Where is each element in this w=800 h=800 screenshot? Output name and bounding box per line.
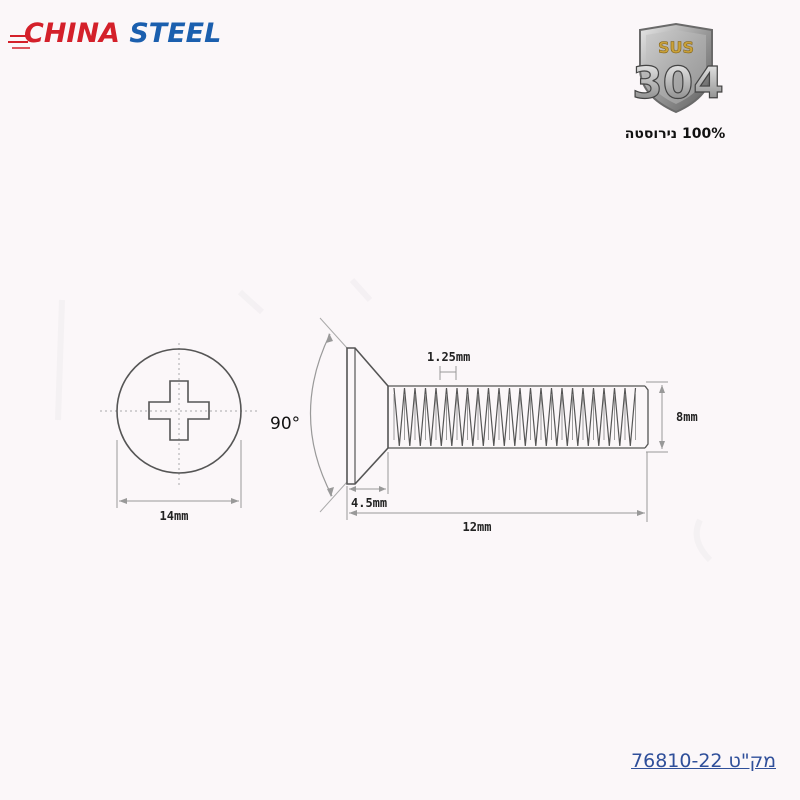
product-code-link[interactable]: מק"ט 76810-22 — [631, 750, 776, 772]
badge-grade-number: 304 — [632, 58, 724, 109]
length-label: 12mm — [463, 520, 492, 534]
brand-word-steel: STEEL — [129, 18, 222, 49]
head-height-label: 4.5mm — [351, 496, 387, 510]
sus304-shield-icon: SUS 304 — [631, 22, 725, 114]
thread-lines — [393, 387, 637, 447]
head-diameter-label: 14mm — [160, 509, 189, 523]
brand-speed-lines — [8, 35, 30, 49]
head-angle-label: 90° — [270, 414, 300, 434]
head-outline — [116, 348, 242, 474]
brand-logo: CHINA STEEL — [24, 18, 221, 49]
thread-pitch-label: 1.25mm — [427, 350, 470, 364]
thread-diameter-label: 8mm — [676, 410, 698, 424]
brand-word-china: CHINA — [24, 18, 120, 49]
material-caption: 100% נירוסטה — [624, 126, 726, 142]
head-front-view: 14mm — [100, 343, 258, 523]
screw-side-view: 90° 1.25mm 8mm 4.5mm 12mm — [270, 317, 698, 534]
watermark — [55, 277, 713, 563]
phillips-cross-icon — [148, 380, 210, 441]
badge-grade-top: SUS — [658, 38, 694, 57]
countersunk-head — [346, 347, 389, 485]
head-angle-arc — [309, 333, 333, 497]
